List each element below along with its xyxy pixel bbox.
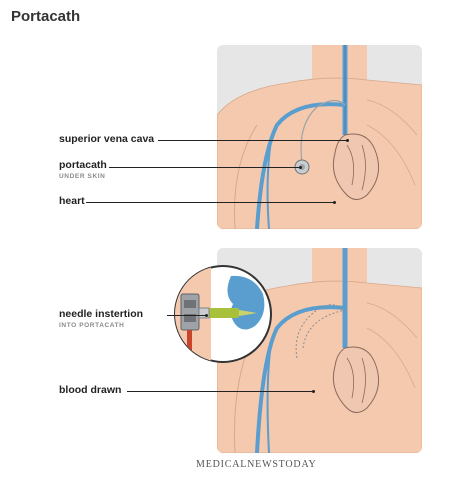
leader-dot-blood (312, 390, 315, 393)
label-portacath-sub: UNDER SKIN (59, 173, 106, 180)
leader-line-portacath (109, 167, 301, 168)
label-portacath: portacath (59, 159, 107, 171)
leader-line-svc (158, 140, 348, 141)
chest-illustration-top (217, 45, 422, 229)
needle-closeup-illustration (174, 265, 272, 363)
top-anatomy-panel (217, 45, 422, 229)
leader-line-heart (86, 202, 335, 203)
brand-logo: MEDICALNEWSTODAY (196, 459, 317, 470)
label-heart: heart (59, 195, 85, 207)
page-title: Portacath (11, 8, 81, 25)
label-needle-insertion: needle instertion (59, 308, 144, 320)
label-blood-drawn: blood drawn (59, 384, 122, 396)
leader-line-blood (127, 391, 314, 392)
leader-dot-needle (205, 314, 208, 317)
leader-dot-portacath (299, 166, 302, 169)
leader-dot-svc (346, 139, 349, 142)
leader-line-needle (167, 315, 207, 316)
leader-dot-heart (333, 201, 336, 204)
label-superior-vena-cava: superior vena cava (59, 133, 155, 145)
label-needle-insertion-sub: INTO PORTACATH (59, 322, 125, 329)
magnified-inset (173, 264, 273, 364)
